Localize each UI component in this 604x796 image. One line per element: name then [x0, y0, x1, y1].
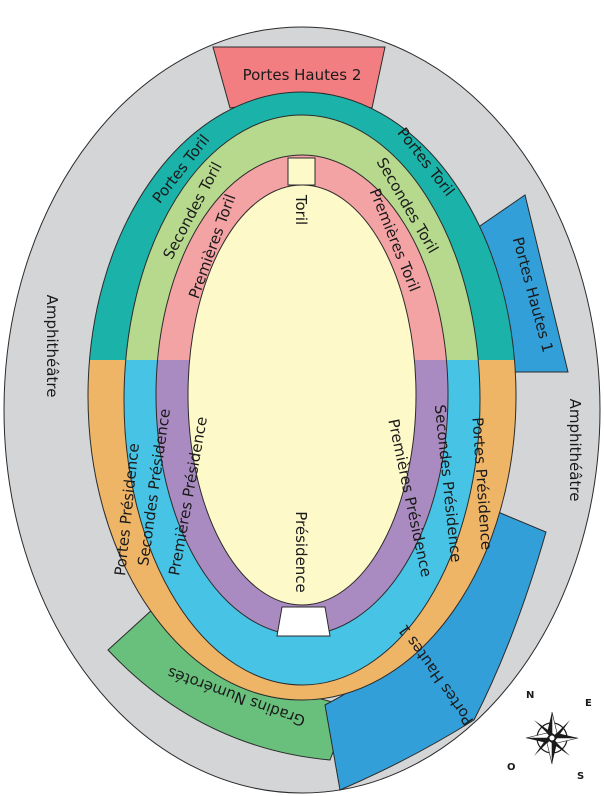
compass-south-label: S: [577, 771, 584, 782]
amphitheatre-right-label: Amphithéâtre: [566, 399, 584, 502]
compass-north-label: N: [526, 690, 534, 701]
compass-east-label: E: [585, 698, 592, 709]
compass-west-label: O: [507, 762, 516, 773]
toril-label: Toril: [292, 194, 310, 225]
presidence-label: Présidence: [292, 511, 310, 593]
compass-rose-icon: [525, 711, 579, 765]
toril-gate: [287, 157, 316, 186]
portes-hautes-2-label: Portes Hautes 2: [243, 66, 362, 84]
presidence-gate: [276, 606, 331, 637]
amphitheatre-left-label: Amphithéâtre: [43, 295, 61, 398]
